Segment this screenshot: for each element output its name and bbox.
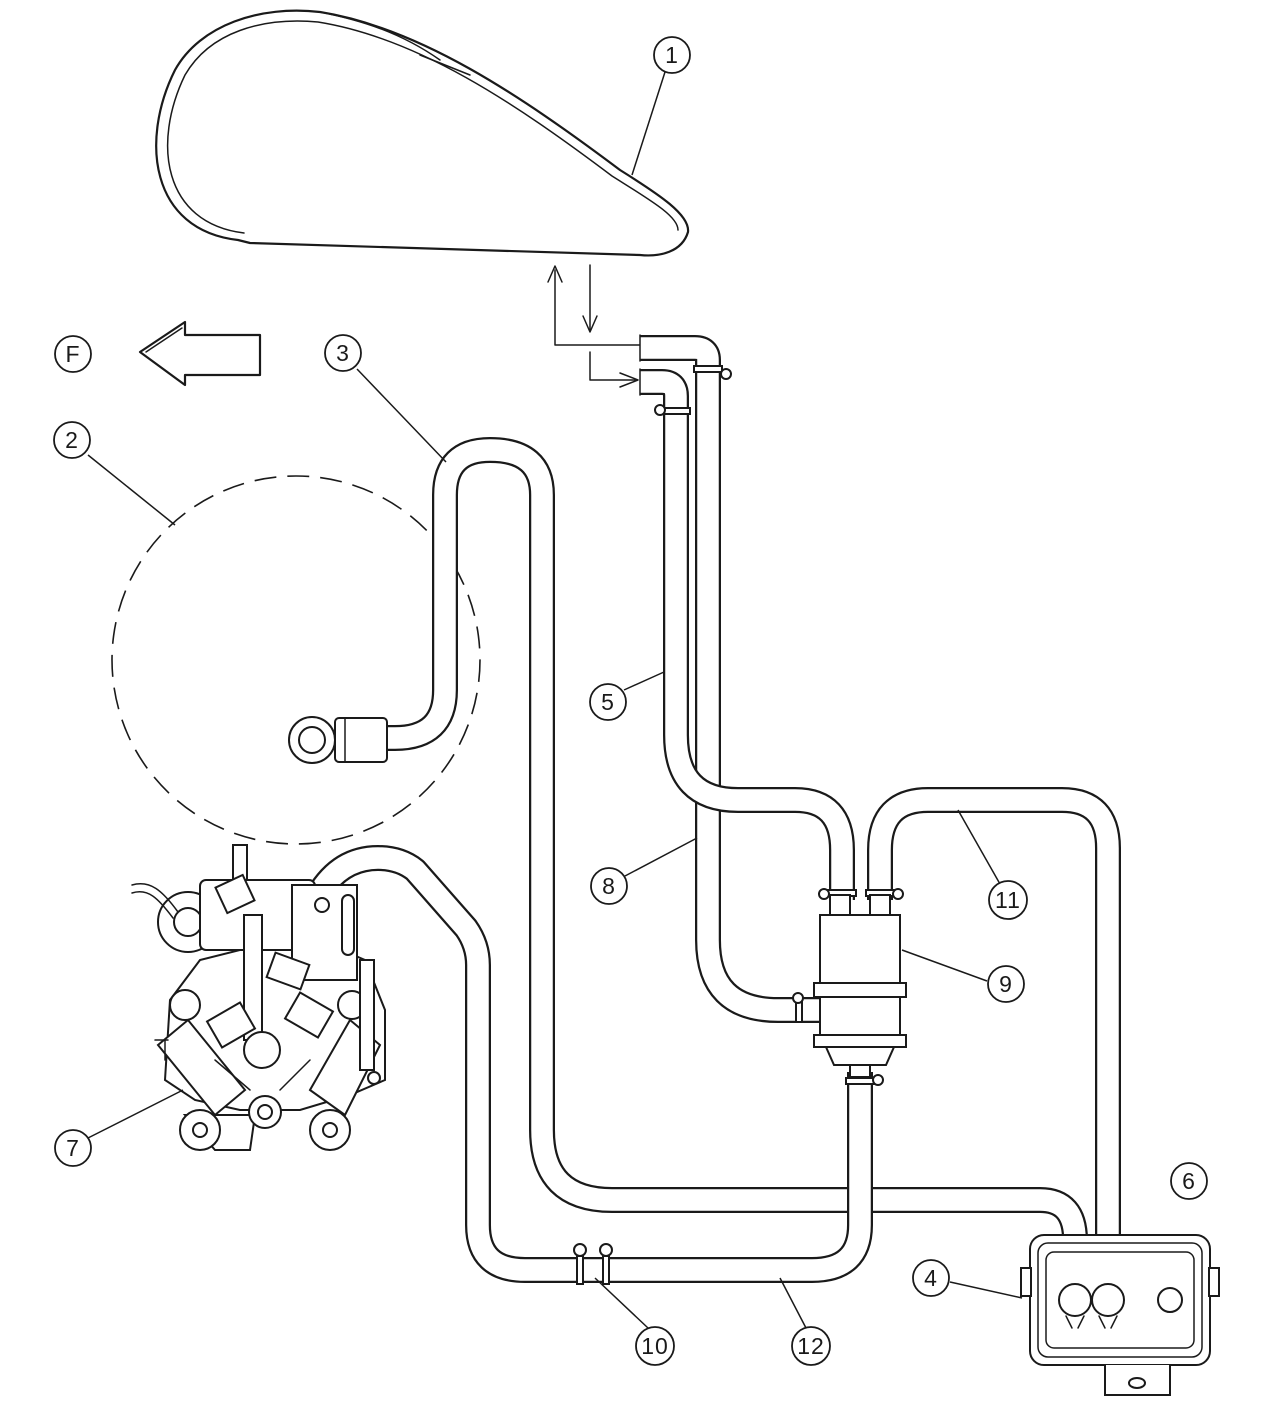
- callout-6-label: 6: [1182, 1168, 1196, 1194]
- callout-2-label: 2: [65, 427, 79, 453]
- clip: [693, 365, 732, 380]
- front-direction-arrow: [138, 320, 262, 387]
- callout-11-label: 11: [995, 887, 1021, 913]
- hose-8: [695, 360, 822, 1023]
- callout-12: 12: [791, 1326, 831, 1366]
- clip-10b: [599, 1243, 613, 1285]
- callout-4-label: 4: [924, 1265, 938, 1291]
- flow-arrows: [547, 264, 646, 388]
- callout-4: 4: [912, 1259, 950, 1297]
- throttle-body: [131, 844, 386, 1151]
- callout-10: 10: [635, 1326, 675, 1366]
- fuel-tank: [155, 9, 690, 257]
- fuel-filter: [813, 894, 907, 1078]
- hose-elbows: [639, 334, 721, 412]
- callout-3: 3: [324, 334, 362, 372]
- callout-7-label: 7: [66, 1135, 80, 1161]
- clip: [654, 404, 691, 416]
- clip: [845, 1074, 884, 1086]
- callout-11: 11: [988, 880, 1028, 920]
- callout-9-label: 9: [999, 971, 1013, 997]
- callout-7: 7: [54, 1129, 92, 1167]
- callout-8-label: 8: [602, 873, 616, 899]
- callout-5-label: 5: [601, 689, 615, 715]
- callout-8: 8: [590, 867, 628, 905]
- callout-front: F: [54, 335, 92, 373]
- callout-1: 1: [653, 36, 691, 74]
- clip: [792, 992, 804, 1023]
- clip-10a: [573, 1243, 587, 1285]
- reference-circle: [111, 475, 481, 845]
- callout-3-label: 3: [336, 340, 350, 366]
- callout-2: 2: [53, 421, 91, 459]
- callout-12-label: 12: [797, 1333, 825, 1359]
- callout-10-label: 10: [641, 1333, 669, 1359]
- hose-clips: [573, 365, 904, 1285]
- callout-front-label: F: [65, 341, 80, 367]
- charcoal-canister: [1020, 1234, 1220, 1396]
- callout-1-label: 1: [665, 42, 679, 68]
- leader-lines: [87, 71, 1023, 1329]
- hose-end-fitting: [288, 716, 388, 764]
- callout-5: 5: [589, 683, 627, 721]
- hoses: [306, 360, 1121, 1300]
- callout-6: 6: [1170, 1162, 1208, 1200]
- callout-9: 9: [987, 965, 1025, 1003]
